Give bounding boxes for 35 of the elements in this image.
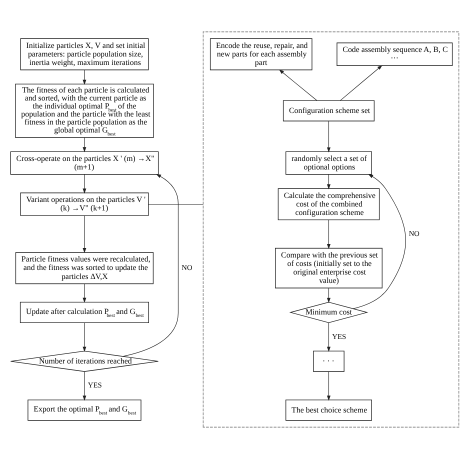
node-box: Compare with the previous set of costs (initially set to the original enterprise cost value) [275, 248, 382, 288]
arrow [352, 174, 406, 309]
arrow [82, 174, 86, 194]
arrow [82, 322, 86, 352]
node-box: Encode the reuse, repair, and new parts for each assembly part [210, 38, 312, 70]
arrow [326, 288, 331, 304]
node-box: Initialize particles X, V and set initial parameters: particle population size, inertia weight, maximum iterations [20, 38, 149, 70]
arrow [82, 137, 86, 152]
arrow [82, 70, 86, 85]
node-box: Code assembly sequence A, B, C ··· [336, 42, 453, 66]
cluster [202, 31, 460, 428]
node-diamond: Number of iterations reached [10, 350, 159, 372]
arrow [82, 215, 86, 254]
node-box: Cross-operate on the particles X ' (m) →X" (m+1) [10, 151, 159, 175]
node-box: The best choice scheme [286, 400, 372, 421]
arrow [278, 69, 318, 101]
node-box: Particle fitness values were recalculated, and the fitness was sorted to update the particles ΔV,X [15, 252, 154, 284]
arrow [326, 120, 331, 152]
arrow [326, 220, 331, 250]
node-box: Variant operations on the particles V ' (k) →V" (k+1) [20, 192, 149, 216]
node-box: Update after calculation P$_{best}$ and G$_{best}$ [20, 302, 149, 323]
node-box: randomly select a set of optional options [286, 151, 372, 175]
arrow [82, 371, 86, 401]
arrow [122, 174, 178, 357]
arrow [326, 322, 331, 352]
node-diamond: Minimum cost [289, 302, 368, 324]
node-box: · · · [313, 350, 344, 372]
arrow [326, 174, 331, 190]
arrow [326, 371, 331, 401]
arrow [340, 65, 382, 101]
arrow [82, 284, 86, 303]
node-box: Configuration scheme set [282, 100, 375, 122]
node-box: The fitness of each particle is calculated and sorted, with the current particle as the individual optimal P$_{best}$ of the population and the particle with the least fitness in the particle population as the global optimal G$_{best}$ [15, 84, 154, 138]
node-box: Calculate the comprehensive cost of the combined configuration scheme [278, 188, 380, 220]
node-box: Export the optimal P$_{best}$ and G$_{best}$ [28, 400, 142, 421]
